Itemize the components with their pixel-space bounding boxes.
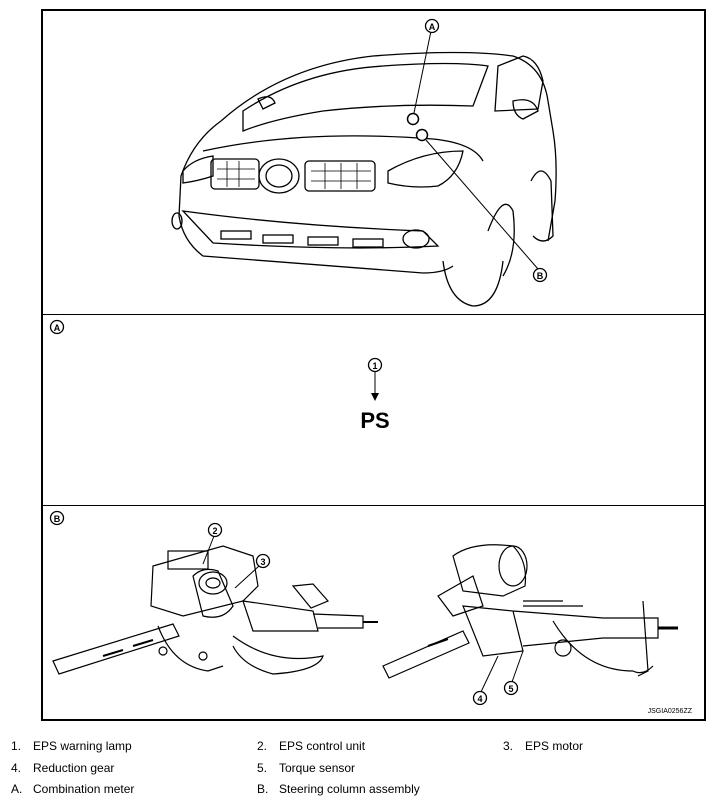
panel-a-label: A xyxy=(49,319,65,335)
callout-5: 5 xyxy=(503,680,519,696)
callout-2: 2 xyxy=(207,522,223,538)
panel-b-label: B xyxy=(49,510,65,526)
svg-text:4: 4 xyxy=(477,694,482,704)
legend-item-1: 1.EPS warning lamp xyxy=(11,739,132,753)
callout-a: A xyxy=(424,18,440,34)
vehicle-illustration: A B xyxy=(171,18,557,307)
legend-item-2: 2.EPS control unit xyxy=(257,739,366,753)
svg-text:5: 5 xyxy=(508,684,513,694)
figure-code: JSGIA0256ZZ xyxy=(647,708,692,715)
svg-text:B: B xyxy=(54,514,61,524)
steering-column-diagram: B xyxy=(49,510,678,706)
diagram-frame: A B A 1 PS xyxy=(41,9,706,721)
ps-indicator-diagram: A 1 PS xyxy=(49,319,390,433)
callout-b: B xyxy=(532,267,548,283)
locator-b-marker xyxy=(415,128,429,142)
callout-1: 1 xyxy=(367,357,383,373)
legend-item-a: A.Combination meter xyxy=(11,782,135,796)
legend-item-5: 5.Torque sensor xyxy=(257,761,356,775)
svg-text:A: A xyxy=(429,22,436,32)
vehicle-panel: A B xyxy=(43,11,704,315)
ps-warning-lamp-text: PS xyxy=(360,408,389,433)
legend-item-4: 4.Reduction gear xyxy=(11,761,115,775)
svg-text:1: 1 xyxy=(372,361,377,371)
legend-item-b: B.Steering column assembly xyxy=(257,782,420,796)
parts-legend: 1.EPS warning lamp 2.EPS control unit 3.… xyxy=(0,736,717,806)
steering-column-left-view xyxy=(52,545,378,675)
steering-column-right-view xyxy=(382,544,678,679)
combination-meter-panel: A 1 PS xyxy=(43,315,704,506)
locator-a-marker xyxy=(406,112,420,126)
svg-text:A: A xyxy=(54,323,61,333)
steering-column-panel: B xyxy=(43,506,704,719)
callout-4: 4 xyxy=(472,690,488,706)
svg-text:2: 2 xyxy=(212,526,217,536)
svg-text:3: 3 xyxy=(260,557,265,567)
legend-item-3: 3.EPS motor xyxy=(503,739,584,753)
svg-text:B: B xyxy=(537,271,544,281)
callout-3: 3 xyxy=(255,553,271,569)
